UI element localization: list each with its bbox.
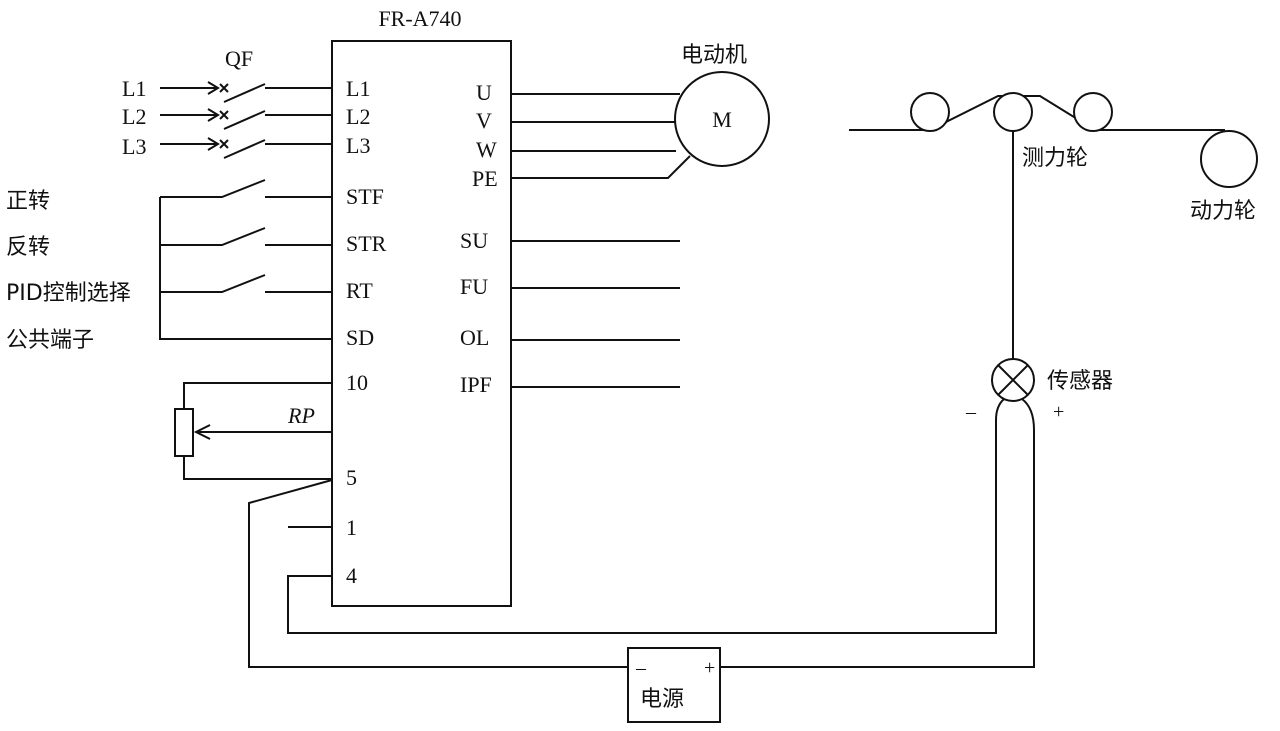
supply-line-label: L2 xyxy=(122,104,146,129)
terminal-label: L2 xyxy=(346,104,370,129)
terminal-label: OL xyxy=(460,325,489,350)
terminal-label: W xyxy=(476,137,497,162)
terminal-label: SU xyxy=(460,228,488,253)
control-label: 反转 xyxy=(6,235,50,260)
terminal-label: RT xyxy=(346,278,373,303)
guide-roller xyxy=(1073,92,1113,132)
pot-wiring xyxy=(183,382,332,480)
motor-symbol-label: M xyxy=(712,107,732,132)
breaker-label: QF xyxy=(225,46,253,71)
drive-roller xyxy=(1200,130,1258,188)
sensor-cross xyxy=(997,364,1029,396)
inverter-box xyxy=(331,40,512,607)
control-label: PID控制选择 xyxy=(6,281,131,306)
load-roller xyxy=(993,92,1033,132)
control-section: 正转 反转 PID控制选择 公共端子 STF STR RT SD xyxy=(6,179,387,353)
switch-stf xyxy=(160,179,332,198)
motor-symbol xyxy=(674,71,770,167)
control-label: 正转 xyxy=(6,189,50,214)
power-supply-label: 电源 xyxy=(640,687,684,712)
guide-roller xyxy=(910,92,950,132)
supply-arrow xyxy=(160,137,220,151)
breaker-contacts xyxy=(219,83,332,159)
power-supply-box xyxy=(627,647,721,723)
supply-section: L1 L2 L3 QF xyxy=(122,46,332,159)
supply-arrow xyxy=(160,108,220,122)
terminal-label: STR xyxy=(346,231,387,256)
power-supply-plus: + xyxy=(704,657,715,679)
motor-caption: 电动机 xyxy=(681,43,747,68)
potentiometer-label: RP xyxy=(287,403,315,428)
sensor-plus: + xyxy=(1053,401,1064,423)
switch-str xyxy=(160,227,332,246)
terminal-label: STF xyxy=(346,184,384,209)
sensor: 传感器 – + xyxy=(720,358,1113,668)
supply-line-label: L3 xyxy=(122,134,146,159)
switch-rt xyxy=(160,274,332,293)
load-roller-label: 测力轮 xyxy=(1022,146,1088,171)
terminal-label: FU xyxy=(460,274,488,299)
terminal-label: 5 xyxy=(346,465,357,490)
terminal-label: 1 xyxy=(346,515,357,540)
pot-wiper-arrow xyxy=(193,424,332,440)
analog-section: 10 5 1 4 RP xyxy=(174,370,997,668)
terminal-label: V xyxy=(476,108,492,133)
sensor-leads xyxy=(720,398,1035,668)
terminal-label: SD xyxy=(346,325,374,350)
terminal-label: L1 xyxy=(346,76,370,101)
inverter-model: FR-A740 xyxy=(378,6,461,31)
drive-roller-label: 动力轮 xyxy=(1190,199,1256,224)
potentiometer xyxy=(174,408,194,457)
terminal-label: 10 xyxy=(346,370,368,395)
power-supply-minus: – xyxy=(635,657,647,679)
sensor-label: 传感器 xyxy=(1047,369,1113,394)
terminal-label: L3 xyxy=(346,133,370,158)
status-section: SU FU OL IPF xyxy=(460,228,680,397)
terminal-label: 4 xyxy=(346,563,357,588)
terminal-5-return xyxy=(248,479,628,668)
power-supply: – + 电源 xyxy=(627,647,721,723)
common-bus xyxy=(159,197,332,340)
terminal-label: IPF xyxy=(460,372,492,397)
terminal-4-signal xyxy=(287,420,997,634)
motor-wiring xyxy=(511,93,691,179)
supply-line-label: L1 xyxy=(122,76,146,101)
control-label: 公共端子 xyxy=(6,328,94,353)
sensor-minus: – xyxy=(965,401,977,423)
terminal-label: U xyxy=(476,80,492,105)
web-line xyxy=(849,95,1225,131)
supply-arrow xyxy=(160,81,220,95)
tension-system: 测力轮 动力轮 xyxy=(849,92,1258,359)
terminal-label: PE xyxy=(472,166,498,191)
